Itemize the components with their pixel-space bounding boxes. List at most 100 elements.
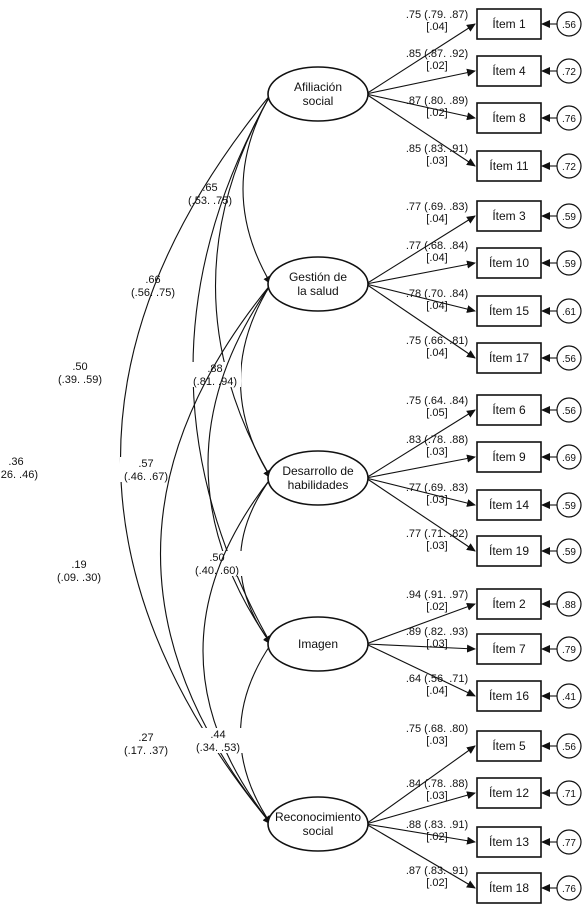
correlation-ci: (.26. .46) <box>0 469 38 481</box>
error-value: .77 <box>562 838 576 849</box>
item-box <box>476 55 542 87</box>
item-label: Ítem 13 <box>489 834 529 849</box>
factor-label: social <box>303 824 334 838</box>
error-circle <box>556 11 582 37</box>
error-circle <box>556 636 582 662</box>
loading-se: [.02] <box>426 60 447 72</box>
error-circle <box>556 444 582 470</box>
correlation-label-bg <box>120 731 172 756</box>
correlation-arc <box>202 469 280 825</box>
item-box <box>476 777 542 809</box>
correlation-arc <box>242 85 279 285</box>
loading-value: .78 (.70. .84) <box>406 288 468 300</box>
error-circle <box>556 105 582 131</box>
factor-label: Desarrollo de <box>282 464 354 478</box>
loading-se: [.03] <box>426 155 447 167</box>
correlation-label-bg <box>127 273 179 298</box>
loading-se: [.02] <box>426 877 447 889</box>
correlation-ci: (.81. .94) <box>193 376 237 388</box>
correlation-arc <box>215 85 279 479</box>
error-value: .56 <box>562 354 576 365</box>
loading-value: .75 (.68. .80) <box>406 723 468 735</box>
item-label: Ítem 15 <box>489 303 529 318</box>
loading-value: .75 (.64. .84) <box>406 395 468 407</box>
factor-ellipse <box>267 256 369 312</box>
loading-path <box>365 409 476 479</box>
loading-value: .75 (.66. .81) <box>406 335 468 347</box>
loading-value: .88 (.83. .91) <box>406 819 468 831</box>
correlation-label-bg <box>120 457 172 482</box>
error-value: .56 <box>562 20 576 31</box>
error-circle <box>556 875 582 901</box>
loading-se: [.03] <box>426 494 447 506</box>
item-box <box>476 295 542 327</box>
item-label: Ítem 14 <box>489 497 529 512</box>
correlation-ci: (.17. .37) <box>124 745 168 757</box>
correlation-label-bg <box>0 455 42 480</box>
item-box <box>476 102 542 134</box>
loading-path <box>365 823 476 845</box>
factor-label: la salud <box>297 284 338 298</box>
correlation-arc <box>240 635 279 825</box>
loading-value: .85 (.83. .91) <box>406 143 468 155</box>
loading-se: [.02] <box>426 601 447 613</box>
loading-se: [.05] <box>426 407 447 419</box>
correlation-value: .57 <box>138 458 153 470</box>
item-box <box>476 535 542 567</box>
item-label: Ítem 18 <box>489 880 529 895</box>
loading-value: .87 (.80. .89) <box>406 95 468 107</box>
error-circle <box>556 397 582 423</box>
correlation-value: .50 <box>72 361 87 373</box>
loading-value: .75 (.79. .87) <box>406 9 468 21</box>
loading-path <box>365 283 476 359</box>
correlation-ci: (.09. .30) <box>57 572 101 584</box>
correlation-value: .27 <box>138 732 153 744</box>
error-circle <box>556 492 582 518</box>
loading-se: [.02] <box>426 107 447 119</box>
error-value: .72 <box>562 67 576 78</box>
error-value: .76 <box>562 884 576 895</box>
loading-path <box>365 23 476 95</box>
factor-label: Gestión de <box>289 270 347 284</box>
correlation-ci: (.39. .59) <box>58 374 102 386</box>
loading-path <box>365 791 476 825</box>
loading-value: .84 (.78. .88) <box>406 778 468 790</box>
correlation-value: .44 <box>210 729 225 741</box>
loading-path <box>365 215 476 285</box>
error-circle <box>556 591 582 617</box>
loading-path <box>365 260 476 285</box>
loading-path <box>365 477 476 507</box>
loading-se: [.03] <box>426 540 447 552</box>
loading-path <box>365 643 476 697</box>
loading-se: [.04] <box>426 21 447 33</box>
loading-se: [.02] <box>426 831 447 843</box>
factor-loadings: .75 (.79. .87)[.04].85 (.87. .92)[.02].8… <box>365 9 476 889</box>
item-label: Ítem 19 <box>489 543 529 558</box>
correlation-arc <box>240 275 279 479</box>
correlation-arc <box>207 275 279 645</box>
item-box <box>476 680 542 712</box>
factor-label: Reconocimiento <box>275 810 361 824</box>
item-label: Ítem 6 <box>492 402 526 417</box>
error-circle <box>556 829 582 855</box>
factor-ellipse <box>267 616 369 672</box>
loading-value: .64 (.56. .71) <box>406 673 468 685</box>
error-circle <box>556 58 582 84</box>
item-box <box>476 8 542 40</box>
error-circle <box>556 683 582 709</box>
item-label: Ítem 7 <box>492 641 526 656</box>
error-value: .61 <box>562 307 576 318</box>
loading-se: [.03] <box>426 790 447 802</box>
correlation-label-bg <box>189 362 241 387</box>
loading-se: [.03] <box>426 638 447 650</box>
item-label: Ítem 8 <box>492 110 526 125</box>
error-circle <box>556 733 582 759</box>
error-value: .41 <box>562 692 576 703</box>
factor-ellipse <box>267 66 369 122</box>
loading-value: .89 (.82. .93) <box>406 626 468 638</box>
loading-value: .77 (.68. .84) <box>406 240 468 252</box>
item-label: Ítem 12 <box>489 785 529 800</box>
factor-label: Afiliación <box>294 80 342 94</box>
loading-se: [.04] <box>426 685 447 697</box>
